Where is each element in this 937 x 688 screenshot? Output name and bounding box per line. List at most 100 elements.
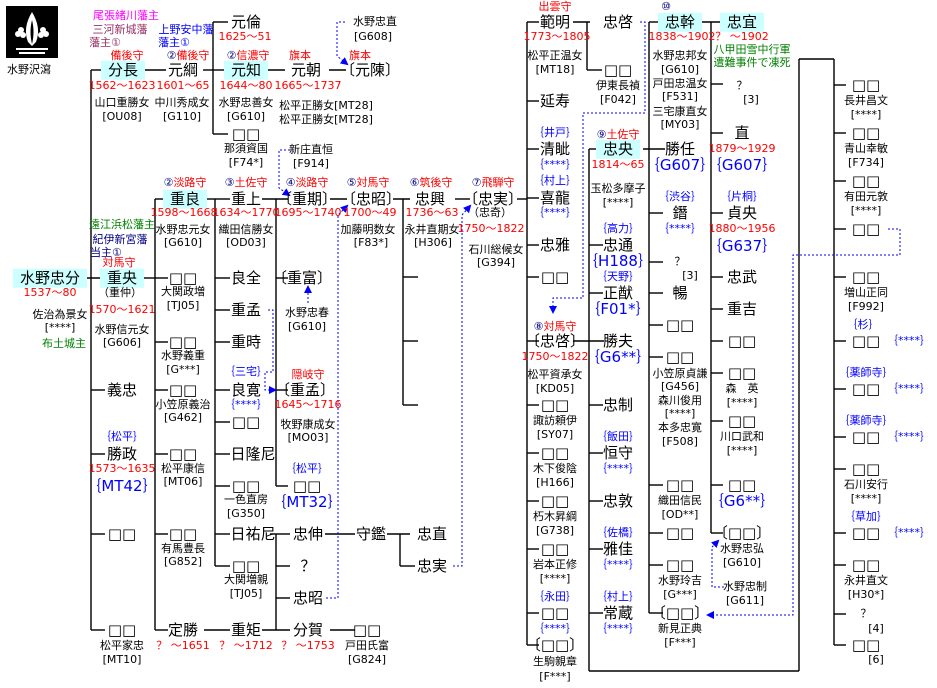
person-name: 勝夫 (602, 331, 634, 350)
person-name: 忠啓 (602, 12, 634, 31)
family-tag: ｛渋谷｝ (658, 189, 702, 203)
spouse-or-code: [G610] (226, 109, 266, 123)
person-name: □□ (851, 75, 881, 94)
person-name: □□ (231, 412, 261, 431)
adoption-arrow (710, 539, 724, 588)
spouse-or-code: （忠奇） (468, 205, 512, 219)
spouse-or-code: [****] (850, 203, 882, 217)
spouse-or-code: [H30*] (847, 587, 885, 601)
title-or-years: 1695～1740 (274, 205, 342, 219)
spouse-or-code: 木下俊陰 (533, 461, 577, 475)
person-name: □□ (231, 556, 261, 575)
person-name: 分賀 (292, 620, 324, 639)
person-name: 〔忠啓〕 (524, 331, 586, 350)
spouse-or-code: [3] (743, 92, 759, 106)
spouse-or-code: 青山幸敏 (844, 141, 888, 155)
title-or-years: 1562～1623 (88, 78, 156, 92)
family-tag: ｛三宅｝ (224, 364, 268, 378)
spouse-or-code: 森川俊用 (658, 393, 702, 407)
spouse-or-code: 森 英 (725, 381, 759, 395)
spouse-or-code: [F992] (848, 299, 884, 313)
lord-name: 重央 (99, 268, 145, 288)
family-tag: ｛松平｝ (285, 461, 329, 475)
spouse-or-code: [G610] (163, 235, 203, 249)
spouse-or-code: [F***] (664, 635, 696, 649)
person-name: ？ (300, 556, 316, 575)
genealogy-code: ｛MT32｝ (271, 492, 343, 511)
person-name: 定勝 (167, 620, 199, 639)
person-name: 義忠 (106, 380, 138, 399)
spouse-or-code: [F***] (539, 669, 571, 683)
person-name: □□ (665, 523, 695, 542)
family-tag: ｛村上｝ (533, 173, 577, 187)
title-or-years: 1645～1716 (274, 397, 342, 411)
spouse-or-code: [****] (726, 395, 758, 409)
spouse-or-code: （重仲） (98, 285, 142, 299)
spouse-or-code: 松平康信 (161, 461, 205, 475)
family-tag: ｛****｝ (533, 205, 577, 219)
title-or-years: 1598～1668 (150, 205, 218, 219)
person-name: 常蔵 (602, 603, 634, 622)
spouse-or-code: 川口武和 (720, 429, 764, 443)
person-name: □□ (851, 523, 881, 542)
spouse-or-code: [G110] (162, 109, 202, 123)
spouse-or-code: [G***] (663, 587, 697, 601)
person-name: □□ (540, 443, 570, 462)
spouse-or-code: 松平正勝女[MT28] (279, 98, 373, 112)
lord-name: 重良 (162, 189, 208, 209)
title-or-years: 1750～1822 (457, 221, 525, 235)
spouse-or-code: [F508] (662, 434, 698, 448)
spouse-or-code: 小笠原貞謙 (652, 366, 708, 380)
spouse-or-code: [G824] (347, 652, 387, 666)
spouse-or-code: [F734] (848, 155, 884, 169)
adoption-arrow (453, 204, 472, 567)
adoption-arrow (706, 228, 901, 619)
person-name: 元綱 (167, 60, 199, 79)
spouse-or-code: 水野忠直 (353, 14, 397, 28)
spouse-or-code: [****] (44, 320, 76, 334)
person-name: 雅佳 (602, 539, 634, 558)
person-name: □□ (727, 411, 757, 430)
spouse-or-code: 長井昌文 (844, 93, 888, 107)
spouse-or-code: [G852] (163, 554, 203, 568)
person-name: 重矩 (230, 620, 262, 639)
genealogy-code: ｛G6**｝ (708, 491, 776, 510)
person-name: □□ (851, 331, 881, 350)
spouse-or-code: 本多忠寛 (658, 420, 702, 434)
title-or-years: ？ ～1651 (156, 638, 210, 652)
person-name: □□ (851, 379, 881, 398)
person-name: 〔□□〕 (650, 603, 710, 622)
person-name: □□ (540, 267, 570, 286)
lord-order-title: ②信濃守 (226, 48, 270, 62)
title-or-years: 1838～1902 (648, 29, 716, 43)
spouse-or-code: 山口重勝女 (94, 95, 150, 109)
spouse-or-code: [****] (602, 195, 634, 209)
title-or-years: ？ ～1753 (281, 638, 335, 652)
family-tag: ｛村上｝ (596, 589, 640, 603)
lord-order-title: ⑨土佐守 (596, 127, 640, 141)
person-name: 〔忠実〕 (462, 189, 524, 208)
person-name: □□ (727, 363, 757, 382)
spouse-or-code: [OD03] (226, 235, 266, 249)
adoption-arrow (326, 204, 349, 599)
lord-order-title: ⑧対馬守 (533, 319, 577, 333)
family-tag: ｛****｝ (887, 525, 931, 539)
person-name: 良寛 (230, 380, 262, 399)
person-name: 正猷 (602, 283, 634, 302)
person-name: 忠制 (602, 395, 634, 414)
spouse-or-code: [G606] (102, 335, 142, 349)
spouse-or-code: 水野忠春 (285, 305, 329, 319)
spouse-or-code: [F83*] (353, 235, 389, 249)
person-name: □□ (851, 123, 881, 142)
adoption-arrow (336, 21, 349, 66)
domain-note: 紀伊新宮藩 (92, 232, 148, 246)
person-name: 重孟 (230, 300, 262, 319)
person-name: 忠敦 (602, 491, 634, 510)
spouse-or-code: [OD**] (661, 507, 699, 521)
title-or-years: 対馬守 (102, 255, 136, 269)
lord-order-title: ⑥筑後守 (409, 175, 453, 189)
genealogy-code: ｛MT42｝ (86, 476, 158, 495)
person-name: 忠伸 (292, 524, 324, 543)
spouse-or-code: [G608] (353, 29, 393, 43)
title-or-years: 備後守 (110, 48, 144, 62)
